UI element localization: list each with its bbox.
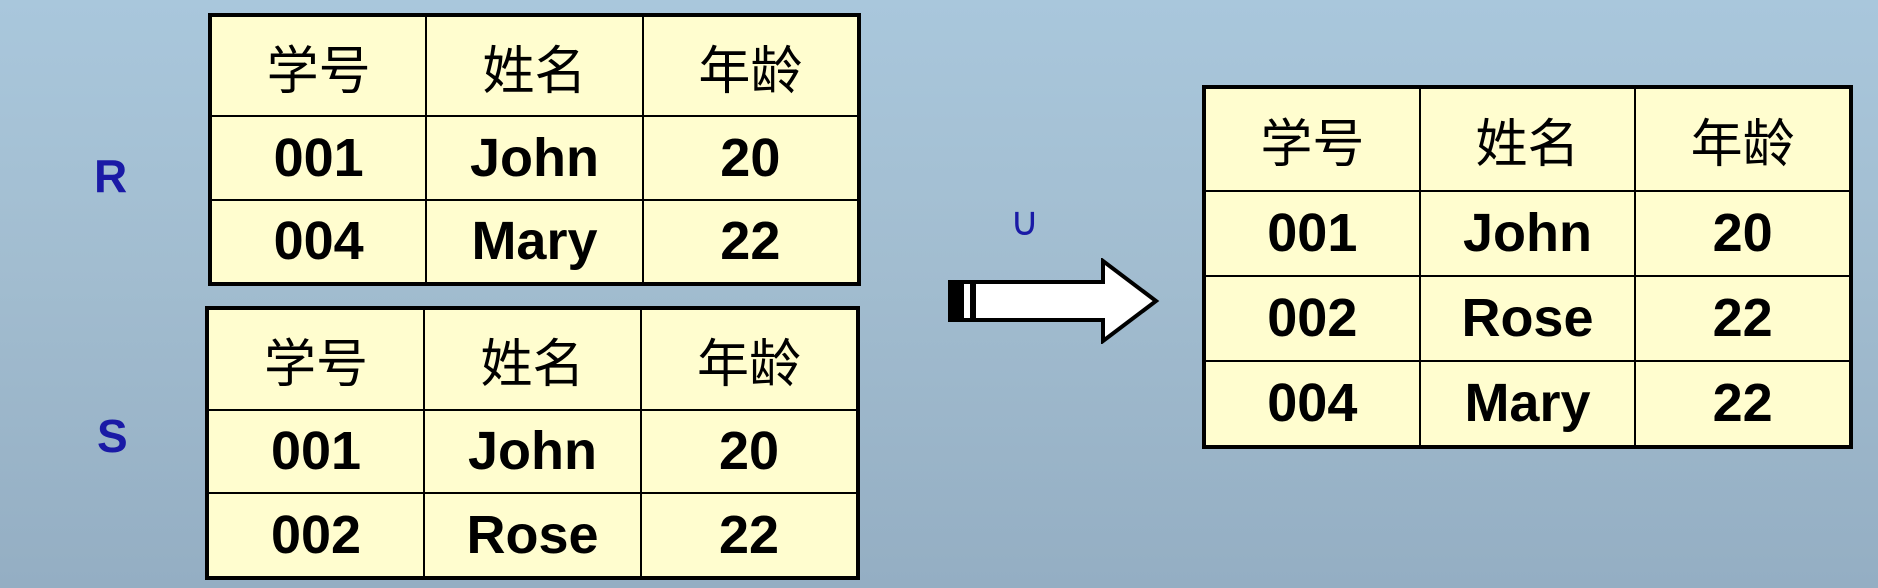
column-header-name: 姓名	[1418, 86, 1637, 192]
column-header-age: 年龄	[640, 307, 859, 411]
table-cell: 001	[208, 115, 428, 201]
table-cell: John	[1418, 189, 1637, 277]
table-cell: Mary	[425, 198, 644, 286]
relation-r-table: 学号 姓名 年龄 001 John 20 004 Mary 22	[208, 13, 861, 286]
table-cell: 001	[1203, 189, 1421, 277]
table-cell: 001	[206, 408, 425, 495]
table-cell: 004	[1203, 359, 1421, 449]
table-cell: John	[423, 408, 642, 495]
union-result-table: 学号 姓名 年龄 001 John 20 002 Rose 22 004 Mar…	[1202, 85, 1853, 449]
table-cell: Mary	[1418, 359, 1637, 449]
relation-s-table: 学号 姓名 年龄 001 John 20 002 Rose 22	[205, 306, 860, 580]
table-cell: Rose	[423, 492, 642, 579]
column-header-student-id: 学号	[208, 13, 428, 118]
table-cell: 22	[1634, 274, 1852, 362]
table-row: 001 John 20	[1203, 189, 1852, 277]
table-cell: Rose	[1418, 274, 1637, 362]
table-cell: 20	[640, 408, 859, 495]
table-row: 001 John 20	[206, 408, 859, 495]
column-header-age: 年龄	[641, 13, 861, 118]
table-row: 004 Mary 22	[1203, 359, 1852, 449]
relation-s-label: S	[97, 410, 128, 462]
table-row: 001 John 20	[208, 115, 861, 201]
table-cell: 22	[641, 198, 861, 286]
table-cell: 22	[1634, 359, 1852, 449]
double-arrow-right-icon	[948, 258, 1160, 344]
table-cell: 20	[641, 115, 861, 201]
table-header-row: 学号 姓名 年龄	[208, 13, 861, 118]
table-cell: John	[425, 115, 644, 201]
table-row: 004 Mary 22	[208, 198, 861, 286]
table-cell: 004	[208, 198, 428, 286]
union-operator-symbol: ∪	[1010, 199, 1040, 245]
table-header-row: 学号 姓名 年龄	[1203, 86, 1852, 192]
table-row: 002 Rose 22	[206, 492, 859, 579]
relation-r-label: R	[94, 150, 128, 202]
column-header-student-id: 学号	[1203, 86, 1421, 192]
table-cell: 002	[206, 492, 425, 579]
table-cell: 20	[1634, 189, 1852, 277]
table-cell: 002	[1203, 274, 1421, 362]
column-header-name: 姓名	[425, 13, 644, 118]
column-header-student-id: 学号	[206, 307, 425, 411]
column-header-name: 姓名	[423, 307, 642, 411]
table-cell: 22	[640, 492, 859, 579]
table-row: 002 Rose 22	[1203, 274, 1852, 362]
column-header-age: 年龄	[1634, 86, 1852, 192]
table-header-row: 学号 姓名 年龄	[206, 307, 859, 411]
